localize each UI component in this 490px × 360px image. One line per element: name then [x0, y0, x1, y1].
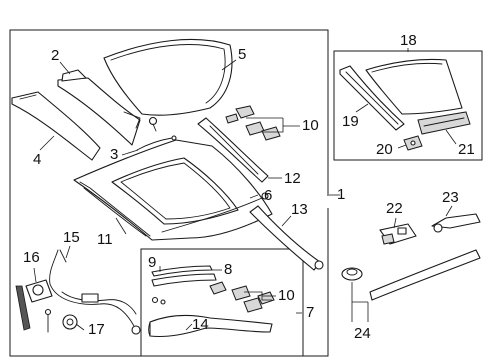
seal-strip [161, 197, 263, 233]
wind-deflector [57, 69, 141, 146]
sub-assembly-frame [140, 248, 304, 357]
front-seal [151, 265, 217, 305]
drain-cable [136, 137, 173, 151]
glass-kit-panel [365, 58, 463, 115]
callout-20: 20 [376, 141, 393, 158]
callout-8: 8 [224, 261, 233, 278]
glass-panel [103, 38, 233, 116]
callout-22: 22 [386, 200, 403, 217]
clip-set-lower [209, 281, 275, 313]
callout-14: 14 [192, 316, 209, 333]
bolt [148, 116, 158, 132]
callout-19: 19 [342, 113, 359, 130]
drain-tube [249, 205, 324, 271]
clip-set-upper [225, 105, 281, 141]
drain-valve [431, 213, 481, 233]
callout-1: 1 [337, 186, 346, 203]
wiring-harness [49, 249, 141, 335]
roof-trim-strip [369, 249, 481, 301]
callout-12: 12 [284, 170, 301, 187]
callout-4: 4 [33, 151, 42, 168]
callout-17: 17 [88, 321, 105, 338]
kit-bracket [403, 135, 423, 151]
callout-11: 11 [97, 231, 113, 248]
callout-9: 9 [148, 254, 157, 271]
roof-frame [73, 139, 273, 241]
grommet [341, 267, 363, 281]
motor-gear [62, 314, 78, 330]
kit-rail-right [417, 111, 471, 135]
seal-end [261, 192, 269, 200]
callout-23: 23 [442, 189, 459, 206]
switch-module [379, 223, 417, 245]
callout-7: 7 [306, 304, 315, 321]
callout-16: 16 [23, 249, 40, 266]
callout-3: 3 [110, 146, 119, 163]
kit-rail-left [339, 65, 405, 131]
callout-24: 24 [354, 325, 371, 342]
callout-21: 21 [458, 141, 475, 158]
sunshade-curtain [148, 314, 273, 338]
callout-6: 6 [264, 187, 273, 204]
sunshade-panel [11, 91, 101, 161]
leader-lines [33, 48, 457, 331]
callout-2: 2 [51, 47, 60, 64]
cable-end [171, 135, 177, 141]
callout-10-upper: 10 [302, 117, 319, 134]
callout-13: 13 [291, 201, 308, 218]
main-assembly-frame [9, 29, 329, 357]
callout-18: 18 [400, 32, 417, 49]
callout-15: 15 [63, 229, 80, 246]
callout-10-lower: 10 [278, 287, 295, 304]
callout-5: 5 [238, 46, 247, 63]
motor-unit [15, 279, 53, 333]
guide-rail [197, 117, 269, 183]
